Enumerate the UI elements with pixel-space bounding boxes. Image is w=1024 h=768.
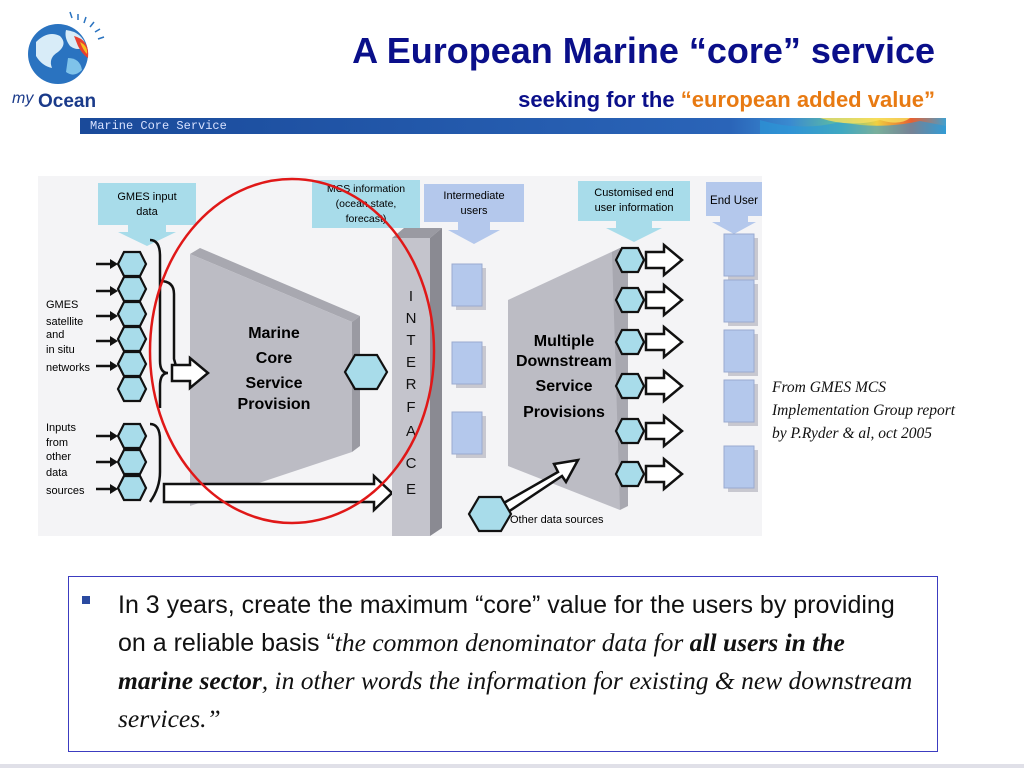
footer-line <box>0 764 1024 768</box>
customised-info-box: Customised end user information <box>578 181 690 242</box>
bullet-italic1: the common denominator data for <box>334 628 690 657</box>
other-inputs-label: Inputs from other data sources <box>46 422 85 497</box>
mcs-diagram: GMES input data MCS information (ocean s… <box>38 176 762 536</box>
core-line1: Marine <box>248 325 300 342</box>
source-note: From GMES MCS Implementation Group repor… <box>772 376 1017 445</box>
svg-text:other: other <box>46 451 71 463</box>
downstream-line1: Multiple <box>534 333 595 350</box>
gmes-input-line1: GMES input <box>117 191 176 203</box>
svg-text:F: F <box>406 399 415 416</box>
svg-text:R: R <box>406 376 417 393</box>
end-user-boxes <box>723 233 759 493</box>
bullet-text: In 3 years, create the maximum “core” va… <box>118 586 923 738</box>
mcs-info-line3: forecast) <box>346 213 387 225</box>
subtitle-highlight: “european added value” <box>680 87 935 112</box>
page-subtitle: seeking for the “european added value” <box>300 87 935 113</box>
myocean-logo: my Ocean <box>12 11 105 112</box>
svg-text:E: E <box>406 354 416 371</box>
svg-text:E: E <box>406 481 416 498</box>
svg-text:from: from <box>46 437 68 449</box>
svg-text:C: C <box>406 455 417 472</box>
core-line3: Service <box>246 375 303 392</box>
intermediate-line1: Intermediate <box>443 190 504 202</box>
globe-icon <box>28 24 89 84</box>
other-data-sources: Other data sources <box>467 458 604 533</box>
core-line4: Provision <box>238 396 311 413</box>
bullet-italic2: , in other words the information for exi… <box>118 666 913 733</box>
source-note-line1: From GMES MCS <box>772 379 886 396</box>
subtitle-prefix: seeking for the <box>518 87 681 112</box>
bullet-part1: In 3 years, create the maximum “core” va… <box>118 591 895 657</box>
svg-text:GMES: GMES <box>46 299 78 311</box>
logo-my: my <box>12 90 34 107</box>
gmes-input-line2: data <box>136 206 158 218</box>
svg-text:A: A <box>406 423 416 440</box>
source-note-line3: by P.Ryder & al, oct 2005 <box>772 425 933 442</box>
text-box <box>68 576 938 752</box>
svg-text:T: T <box>406 332 415 349</box>
source-note-line2: Implementation Group report <box>772 402 956 419</box>
bullet-bold-italic: all users in the marine sector <box>118 628 845 695</box>
downstream-line4: Provisions <box>523 404 605 421</box>
marine-core-service-provision: Marine Core Service Provision <box>190 248 360 506</box>
downstream-line3: Service <box>536 378 593 395</box>
page-title: A European Marine “core” service <box>352 30 935 71</box>
header-banner <box>80 118 946 134</box>
svg-text:in situ: in situ <box>46 344 75 356</box>
svg-text:data: data <box>46 467 68 479</box>
intermediate-users-box: Intermediate users <box>424 184 524 244</box>
core-line2: Core <box>256 350 293 367</box>
other-sources-label: Other data sources <box>510 514 604 526</box>
intermediate-line2: users <box>461 205 488 217</box>
banner-text: Marine Core Service <box>90 119 227 133</box>
end-user-box: End User <box>706 182 762 234</box>
logo-ocean: Ocean <box>38 91 96 112</box>
svg-text:Inputs: Inputs <box>46 422 76 434</box>
svg-text:satellite: satellite <box>46 316 83 328</box>
downstream-line2: Downstream <box>516 353 612 370</box>
customised-line2: user information <box>595 202 674 214</box>
end-user-label: End User <box>710 195 758 207</box>
svg-text:N: N <box>406 310 417 327</box>
svg-text:and: and <box>46 329 64 341</box>
gmes-sources-label: GMES satellite and in situ networks <box>46 299 91 374</box>
intermediate-user-boxes <box>451 263 487 459</box>
core-highlight-circle <box>148 177 436 525</box>
bullet-marker <box>82 596 90 604</box>
svg-text:I: I <box>409 288 413 305</box>
gmes-input-box: GMES input data <box>98 183 196 246</box>
customised-line1: Customised end <box>594 187 674 199</box>
svg-text:networks: networks <box>46 362 91 374</box>
svg-text:sources: sources <box>46 485 85 497</box>
interface-bar: I N T E R F A C E <box>392 228 442 536</box>
